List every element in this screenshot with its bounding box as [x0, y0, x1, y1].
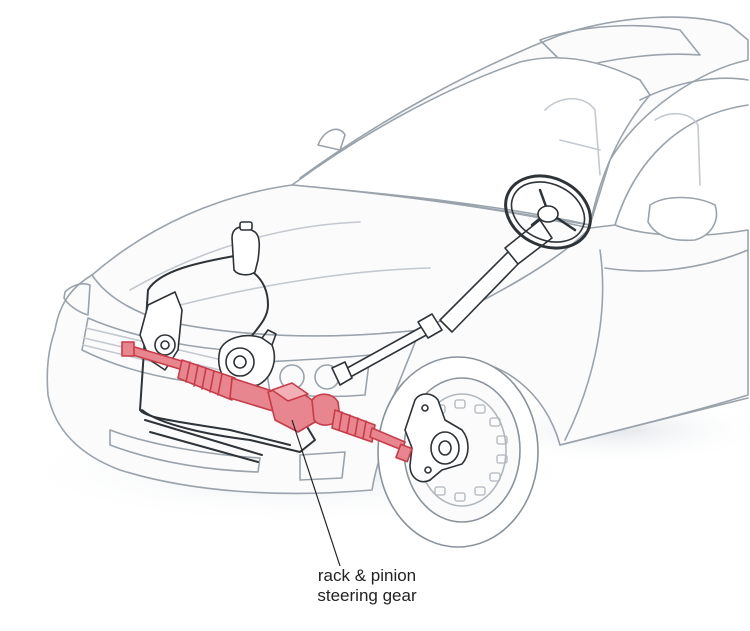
rack-and-pinion-steering-gear	[121, 341, 413, 463]
rack-pinion-callout-label: rack & pinion steering gear	[282, 566, 452, 606]
fluid-line	[141, 409, 316, 453]
steering-wheel	[504, 174, 592, 250]
right-bellows-ribs	[338, 411, 367, 440]
fluid-return-line	[144, 419, 263, 463]
reservoir-cap	[239, 221, 253, 231]
callout-leader-line	[291, 419, 341, 567]
right-steering-knuckle	[404, 393, 469, 483]
car-headlight-left	[63, 283, 91, 316]
car-mirror-far	[317, 128, 346, 151]
car-fog-light	[299, 451, 346, 481]
fluid-line	[244, 269, 269, 346]
car-seat	[544, 98, 701, 186]
callout-line-2: steering gear	[317, 586, 417, 605]
fluid-reservoir	[231, 226, 261, 276]
right-tie-rod-end	[395, 443, 413, 463]
callout-line-1: rack & pinion	[317, 566, 417, 585]
steering-column-upper	[504, 219, 553, 265]
left-bellows-ribs	[185, 361, 223, 396]
car-side-mirror	[647, 196, 718, 242]
universal-joint-lower	[331, 361, 353, 386]
car-side-window	[614, 77, 749, 226]
universal-joint	[417, 313, 443, 339]
steering-mechanism	[139, 174, 592, 483]
left-tie-rod-end	[121, 341, 135, 357]
car-lower-intake	[109, 429, 261, 473]
car-door-line	[564, 249, 749, 441]
left-bellows-boot	[177, 359, 236, 401]
car-rocker	[559, 397, 749, 446]
car-sunroof	[539, 24, 701, 71]
pinion-housing-top	[271, 382, 309, 402]
